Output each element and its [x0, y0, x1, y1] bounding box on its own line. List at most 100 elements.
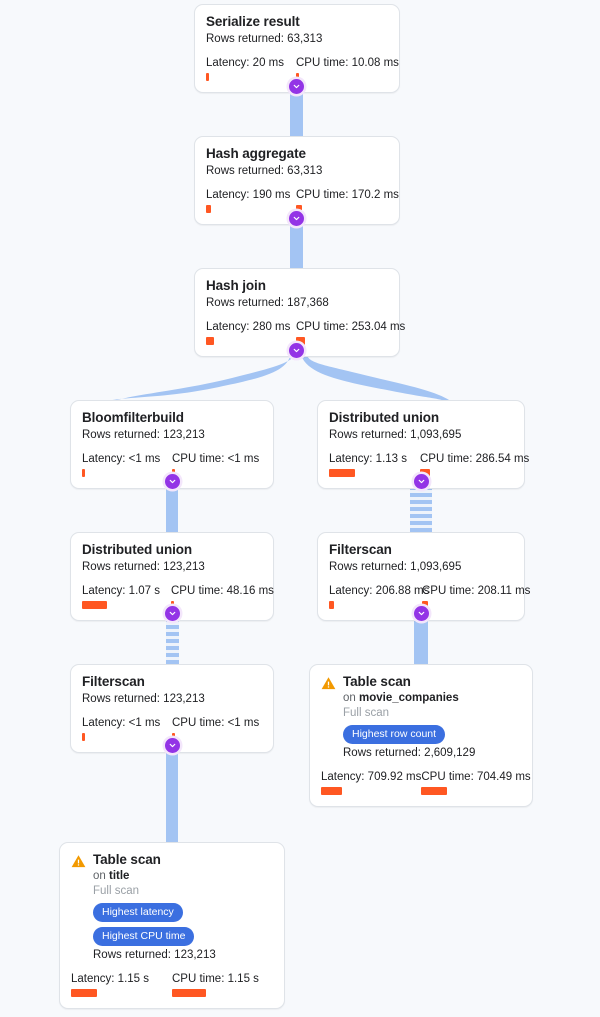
metric-latency-bar	[82, 601, 107, 609]
metric-latency-bar	[206, 337, 214, 345]
chevron-down-icon	[169, 479, 176, 484]
node-metrics: Latency: 190 ms CPU time: 170.2 ms	[206, 188, 399, 213]
node-metrics: Latency: <1 ms CPU time: <1 ms	[82, 452, 262, 477]
warning-triangle-icon	[71, 855, 86, 868]
chevron-down-icon	[418, 479, 425, 484]
node-rows-returned: Rows returned: 2,609,129	[343, 747, 476, 759]
metric-cpu-time-bar	[420, 469, 430, 477]
warning-triangle-icon	[321, 677, 336, 690]
node-rows-returned: Rows returned: 123,213	[82, 561, 205, 573]
chevron-down-icon	[418, 611, 425, 616]
metric-cpu-time: CPU time: 704.49 ms	[421, 770, 531, 795]
node-scan-type: Full scan	[93, 885, 140, 897]
metric-cpu-time: CPU time: <1 ms	[172, 452, 262, 477]
expander-hash-join[interactable]	[289, 343, 304, 358]
metric-latency-bar	[329, 469, 355, 477]
node-rows-returned: Rows returned: 187,368	[206, 297, 329, 309]
metric-latency: Latency: <1 ms	[82, 716, 172, 741]
metric-latency-label: Latency: 20 ms	[206, 57, 284, 69]
metric-latency-label: Latency: 280 ms	[206, 321, 291, 333]
metric-cpu-time: CPU time: 1.15 s	[172, 972, 273, 997]
metric-latency-bar	[82, 733, 85, 741]
expander-serialize-result[interactable]	[289, 79, 304, 94]
expander-hash-aggregate[interactable]	[289, 211, 304, 226]
metric-latency-label: Latency: 1.15 s	[71, 973, 149, 985]
metric-cpu-time-label: CPU time: <1 ms	[172, 453, 260, 465]
node-title: Distributed union	[82, 542, 193, 557]
node-rows-returned: Rows returned: 123,213	[93, 949, 216, 961]
edge-serialize-to-hash-aggregate	[290, 84, 303, 136]
metric-cpu-time-label: CPU time: 170.2 ms	[296, 189, 399, 201]
metric-latency-label: Latency: 206.88 ms	[329, 585, 430, 597]
metric-cpu-time: CPU time: 48.16 ms	[171, 584, 274, 609]
expander-distributed-union-left[interactable]	[165, 606, 180, 621]
metric-cpu-time-bar	[421, 787, 448, 795]
badge-highest-cpu-time: Highest CPU time	[93, 927, 195, 946]
expander-filterscan-left[interactable]	[165, 738, 180, 753]
metric-latency: Latency: 1.15 s	[71, 972, 172, 997]
metric-cpu-time-bar	[422, 601, 428, 609]
node-title: Table scan	[343, 674, 411, 689]
metric-cpu-time-label: CPU time: 286.54 ms	[420, 453, 530, 465]
expander-distributed-union-right[interactable]	[414, 474, 429, 489]
metric-latency-label: Latency: 1.13 s	[329, 453, 407, 465]
branch-edge-hash-join-to-distributed-union	[300, 350, 452, 404]
metric-cpu-time-bar	[172, 733, 175, 741]
chevron-down-icon	[293, 348, 300, 353]
node-badges: Highest row count	[343, 725, 521, 744]
edge-hash-join-to-distributed-union-right	[410, 479, 432, 532]
node-title: Filterscan	[82, 674, 145, 689]
node-title: Hash join	[206, 278, 266, 293]
node-table-reference: on movie_companies	[343, 692, 459, 704]
metric-latency-label: Latency: <1 ms	[82, 453, 161, 465]
expander-filterscan-right[interactable]	[414, 606, 429, 621]
branch-edge-hash-join-to-bloomfilterbuild	[103, 350, 297, 404]
metric-latency-bar	[206, 73, 209, 81]
node-rows-returned: Rows returned: 123,213	[82, 429, 205, 441]
metric-latency-bar	[206, 205, 211, 213]
edge-bloomfilterbuild-to-distributed-union-left	[166, 479, 178, 532]
metric-latency: Latency: 1.07 s	[82, 584, 171, 609]
edge-distributed-union-left-to-filterscan-left	[166, 611, 179, 664]
metric-latency-bar	[329, 601, 334, 609]
metric-cpu-time: CPU time: <1 ms	[172, 716, 262, 741]
metric-latency: Latency: 20 ms	[206, 56, 296, 81]
metric-cpu-time-label: CPU time: 10.08 ms	[296, 57, 399, 69]
metric-latency-label: Latency: 190 ms	[206, 189, 291, 201]
metric-latency: Latency: 1.13 s	[329, 452, 420, 477]
metric-latency-label: Latency: 709.92 ms	[321, 771, 422, 783]
edge-distributed-union-right-to-filterscan	[414, 611, 428, 664]
node-title: Bloomfilterbuild	[82, 410, 184, 425]
node-rows-returned: Rows returned: 63,313	[206, 33, 323, 45]
metric-cpu-time-label: CPU time: 704.49 ms	[421, 771, 531, 783]
node-title: Distributed union	[329, 410, 440, 425]
edge-filterscan-left-to-table-scan-title	[166, 743, 178, 842]
expander-bloomfilterbuild[interactable]	[165, 474, 180, 489]
metric-cpu-time-bar	[171, 601, 174, 609]
edge-hash-aggregate-to-hash-join	[290, 216, 303, 268]
badge-highest-latency: Highest latency	[93, 903, 183, 922]
metric-cpu-time: CPU time: 208.11 ms	[422, 584, 530, 609]
node-metrics: Latency: 1.13 s CPU time: 286.54 ms	[329, 452, 530, 477]
